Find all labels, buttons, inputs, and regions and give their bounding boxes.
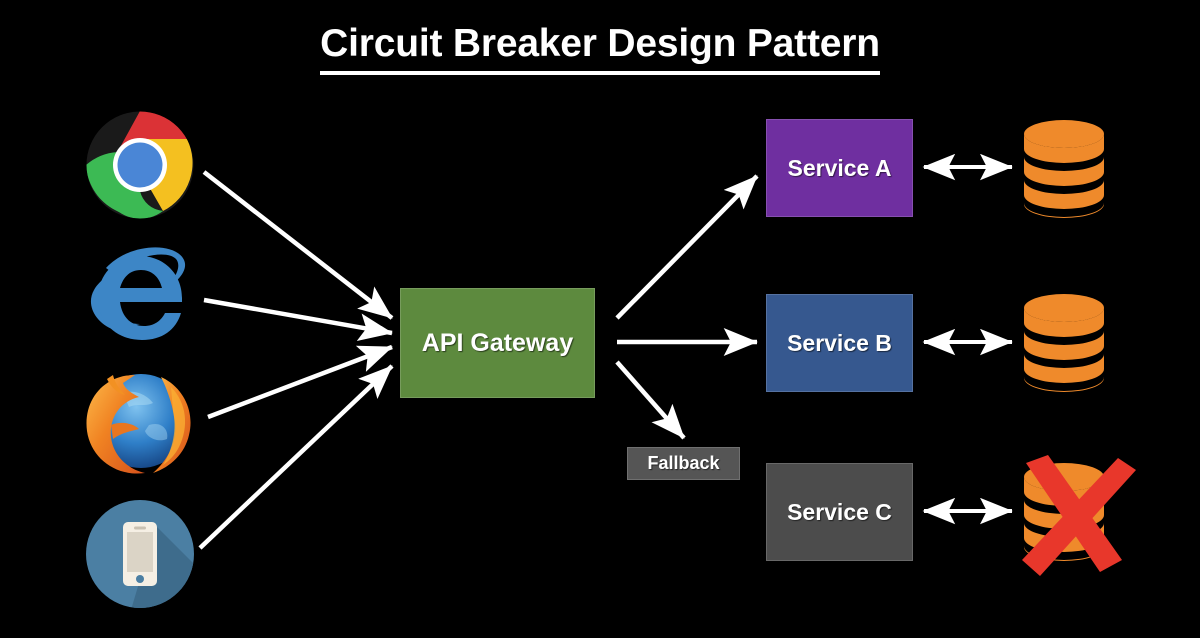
arrow-mobile-to-gateway xyxy=(198,364,394,550)
firefox-logo-icon xyxy=(77,363,199,485)
service-a-label: Service A xyxy=(787,154,892,181)
mobile-device-icon xyxy=(84,498,196,610)
service-b-box[interactable]: Service B xyxy=(766,294,913,392)
arrow-ie-to-gateway xyxy=(203,297,393,341)
database-a-icon xyxy=(1021,118,1107,218)
fallback-box[interactable]: Fallback xyxy=(627,447,740,480)
page-title-text: Circuit Breaker Design Pattern xyxy=(320,22,880,75)
fallback-label: Fallback xyxy=(647,453,720,473)
arrow-gateway-to-fallback xyxy=(615,360,686,440)
arrow-chrome-to-gateway xyxy=(202,170,394,320)
api-gateway-box[interactable]: API Gateway xyxy=(400,288,595,398)
service-c-label: Service C xyxy=(787,498,892,525)
service-b-label: Service B xyxy=(787,329,892,356)
chrome-logo-icon xyxy=(84,109,196,221)
arrow-gateway-to-service-a xyxy=(615,174,759,320)
service-a-box[interactable]: Service A xyxy=(766,119,913,217)
service-c-box[interactable]: Service C xyxy=(766,463,913,561)
page-title: Circuit Breaker Design Pattern xyxy=(0,22,1200,75)
database-b-icon xyxy=(1021,292,1107,392)
api-gateway-label: API Gateway xyxy=(421,328,574,357)
arrow-firefox-to-gateway xyxy=(207,344,393,420)
internet-explorer-logo-icon xyxy=(84,238,196,350)
database-c-icon xyxy=(1021,461,1107,561)
